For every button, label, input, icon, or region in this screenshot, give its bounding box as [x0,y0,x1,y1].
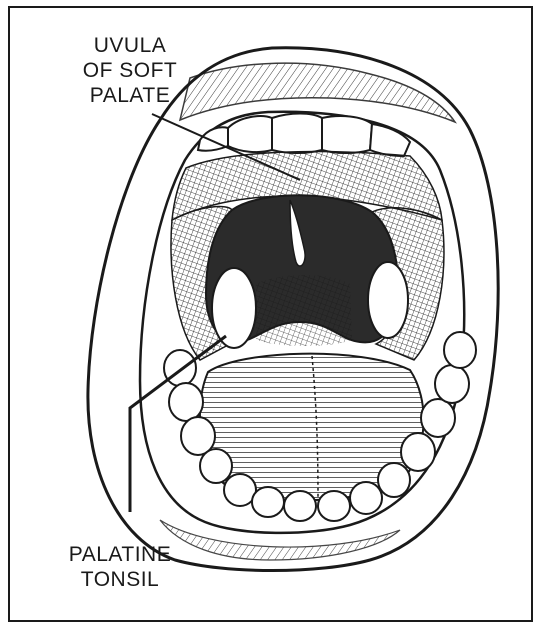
uvula-label: UVULA OF SOFT PALATE [52,33,208,108]
palatine-tonsil-left [212,268,256,348]
posterior-wall [256,275,352,346]
tonsil-label: PALATINE TONSIL [40,542,200,592]
tonsil-label-line-1: PALATINE [40,542,200,567]
palatine-tonsil-right [368,262,408,338]
uvula-label-line-1: UVULA [52,33,208,58]
tonsil-label-line-2: TONSIL [40,567,200,592]
uvula-label-line-3: PALATE [52,83,208,108]
uvula-label-line-2: OF SOFT [52,58,208,83]
